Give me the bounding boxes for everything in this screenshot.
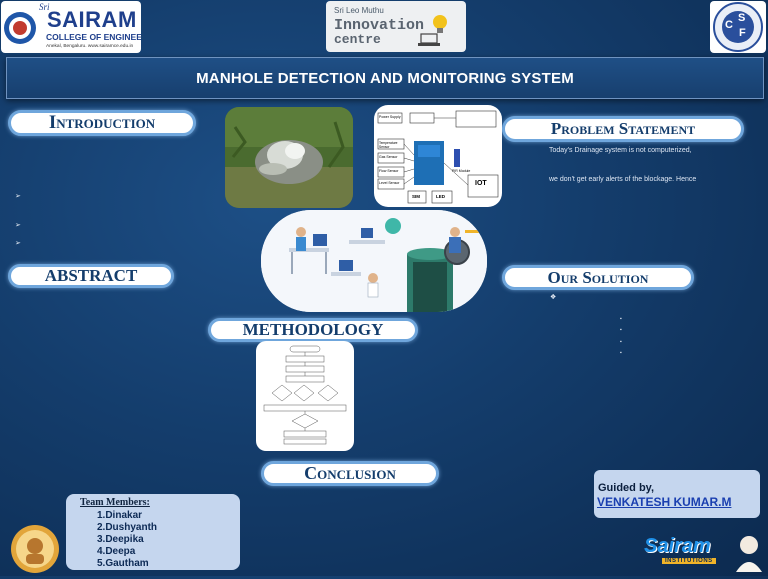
diagram-label-temperature: Temperature Sensor [379, 141, 398, 149]
abstract-label: ABSTRACT [44, 266, 138, 285]
conclusion-heading: Conclusion [261, 461, 439, 486]
introduction-label: Introduction [48, 112, 156, 133]
methodology-flowchart [256, 341, 354, 451]
diagram-label-gas: Gas Sensor [379, 155, 398, 159]
diagram-label-pir: PIR Module [452, 169, 471, 173]
diagram-label-power: Power Supply [379, 115, 401, 119]
solution-dot-bullet: ▪ [620, 316, 622, 322]
bulb-icon [433, 15, 447, 33]
college-logo: Sri SAIRAM COLLEGE OF ENGINEERING Anekal… [1, 1, 141, 53]
diagram-label-sim: SIM [412, 194, 421, 199]
college-logo-sri: Sri [39, 2, 50, 12]
team-member: 4.Deepa [97, 546, 136, 557]
sairam-institutions-brand: Sairam INSTITUTIONS [640, 532, 766, 574]
innovation-line1: Sri Leo Muthu [334, 6, 384, 15]
brand-sub: INSTITUTIONS [662, 558, 716, 564]
problem-text-line1: Today's Drainage system is not computeri… [549, 147, 692, 154]
our-solution-heading: Our Solution [502, 265, 694, 290]
team-member: 5.Gautham [97, 558, 149, 569]
diagram-label-level: Level Sensor [379, 181, 400, 185]
page-title: MANHOLE DETECTION AND MONITORING SYSTEM [196, 69, 574, 87]
intro-bullet: ➢ [15, 222, 21, 229]
solution-dot-bullet: ▪ [620, 339, 622, 345]
csf-logo: C S F [710, 1, 766, 53]
college-emblem-icon [4, 12, 36, 44]
solution-dot-bullet: ▪ [620, 327, 622, 333]
methodology-heading: METHODOLOGY [208, 318, 418, 342]
diagram-label-flow: Flow Sensor [379, 169, 399, 173]
title-bar: MANHOLE DETECTION AND MONITORING SYSTEM [6, 57, 764, 99]
team-member: 2.Dushyanth [97, 522, 158, 533]
founder-portrait-icon [736, 536, 762, 572]
problem-statement-heading: Problem Statement [502, 116, 744, 142]
smart-monitoring-image [261, 210, 487, 312]
conclusion-label: Conclusion [304, 463, 396, 483]
intro-bullet: ➢ [15, 193, 21, 200]
circuit-diagram-image [377, 110, 499, 204]
solution-dot-bullet: ▪ [620, 350, 622, 356]
team-members-panel: Team Members: 1.Dinakar 2.Dushyanth 3.De… [66, 494, 240, 570]
intro-bullet: ➢ [15, 240, 21, 247]
block-diagram: Power Supply Temperature Sensor Gas Sens… [374, 105, 502, 207]
monitoring-illustration [261, 210, 487, 312]
team-heading: Team Members: [80, 497, 150, 508]
innovation-centre-logo: Sri Leo Muthu Innovation centre [326, 1, 466, 52]
guide-name: VENKATESH KUMAR.M [597, 495, 732, 509]
innovation-line2: Innovation [334, 17, 425, 34]
problem-text-line2: we don't get early alerts of the blockag… [549, 176, 697, 183]
csf-letter-f: F [739, 27, 746, 39]
team-member: 1.Dinakar [97, 510, 143, 521]
college-name: SAIRAM [47, 7, 137, 32]
guide-label: Guided by, [598, 482, 655, 494]
diagram-label-iot: IOT [475, 180, 487, 187]
abstract-heading: ABSTRACT [8, 264, 174, 288]
seal-emblem-icon [11, 525, 59, 573]
brand-name: Sairam [644, 535, 711, 557]
team-member: 3.Deepika [97, 534, 144, 545]
water-overflow-image [225, 107, 353, 208]
training-seal [9, 524, 61, 574]
solution-diamond-bullet: ❖ [550, 294, 557, 301]
problem-statement-label: Problem Statement [550, 119, 696, 138]
flowchart-image [263, 345, 347, 445]
manhole-overflow-photo [225, 107, 353, 208]
laptop-icon [418, 33, 440, 46]
our-solution-label: Our Solution [547, 267, 649, 287]
methodology-label: METHODOLOGY [242, 320, 384, 339]
csf-emblem-icon [713, 2, 763, 52]
csf-letter-s: S [738, 12, 746, 24]
csf-letter-c: C [725, 19, 733, 31]
guide-panel: Guided by, VENKATESH KUMAR.M [594, 470, 760, 518]
diagram-label-led: LED [436, 194, 445, 199]
introduction-heading: Introduction [8, 110, 196, 136]
college-subtitle: COLLEGE OF ENGINEERING [46, 32, 141, 42]
college-address: Anekal, Bengaluru. www.sairamce.edu.in [46, 44, 134, 49]
innovation-line3: centre [334, 32, 381, 47]
